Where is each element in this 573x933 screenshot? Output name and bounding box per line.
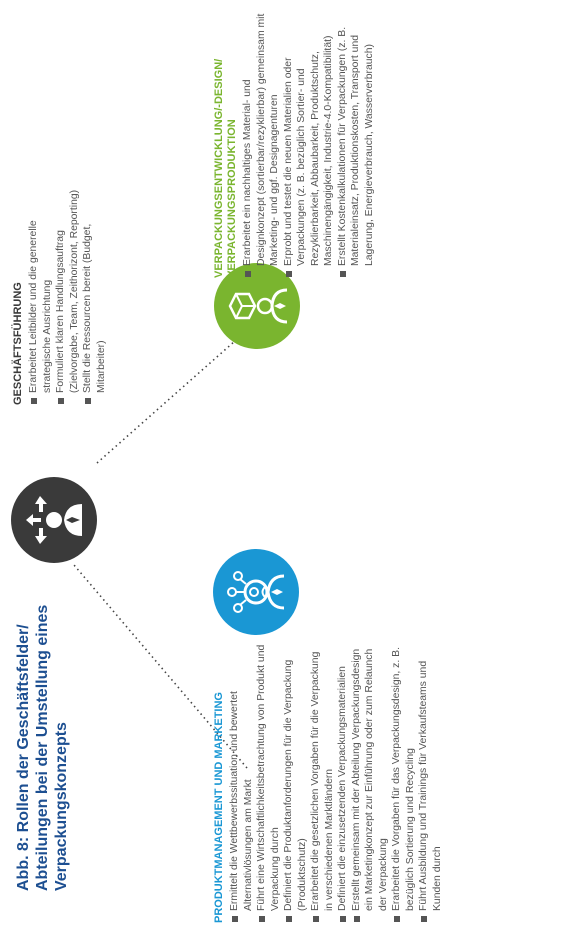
management-block: GESCHÄFTSFÜHRUNG Erarbeitet Leitbilder u… [12,170,108,405]
management-list: Erarbeitet Leitbilder und die generelle … [27,170,108,405]
list-item: Definiert die einzusetzenden Verpackungs… [336,641,350,923]
marketing-block: PRODUKTMANAGEMENT UND MARKETING Ermittel… [213,641,444,923]
marketing-heading: PRODUKTMANAGEMENT UND MARKETING [213,692,225,923]
list-item: Erarbeitet die gesetzlichen Vorgaben für… [309,641,336,923]
marketing-list: Ermittelt die Wettbewerbssituation und b… [228,641,444,923]
marketing-circle [213,549,299,635]
list-item: Erarbeitet Leitbilder und die generelle … [27,170,54,405]
packaging-heading: VERPACKUNGSENTWICKLUNG/-DESIGN/ VERPACKU… [213,58,238,278]
list-item: Erarbeitet ein nachhaltiges Material- un… [241,8,282,278]
list-item: Ermittelt die Wettbewerbssituation und b… [228,641,255,923]
management-heading: GESCHÄFTSFÜHRUNG [12,282,24,405]
packaging-circle [214,263,300,349]
packaging-block: VERPACKUNGSENTWICKLUNG/-DESIGN/ VERPACKU… [213,8,376,278]
list-item: Erstellt gemeinsam mit der Abteilung Ver… [350,641,391,923]
person-arrows-icon [26,496,82,544]
list-item: Definiert die Produktanforderungen für d… [282,641,309,923]
connector-line-right [96,317,262,464]
person-network-icon [227,571,285,613]
person-cube-icon [228,288,287,324]
list-item: Erarbeitet die Vorgaben für das Verpacku… [390,641,417,923]
list-item: Formuliert klaren Handlungsauftrag (Ziel… [54,170,81,405]
list-item: Stellt die Ressourcen bereit (Budget, Mi… [81,170,108,405]
management-circle [11,477,97,563]
list-item: Führt eine Wirtschaftlichkeitsbetrachtun… [255,641,282,923]
packaging-list: Erarbeitet ein nachhaltiges Material- un… [241,8,376,278]
list-item: Erprobt und testet die neuen Materialien… [282,8,336,278]
list-item: Führt Ausbildung und Trainings für Verka… [417,641,444,923]
list-item: Erstellt Kostenkalkulationen für Verpack… [336,8,377,278]
